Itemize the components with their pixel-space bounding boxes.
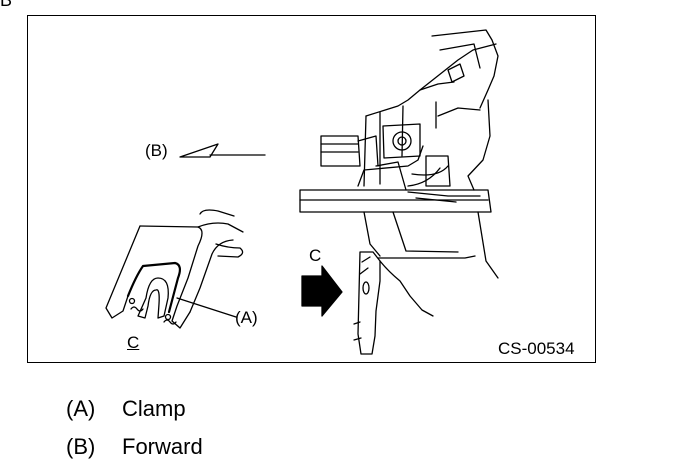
callout-a-label: (A) [235,308,258,327]
legend-text: Clamp [122,396,186,421]
legend-item-forward: (B) Forward [66,428,203,466]
corner-mark: B [0,0,13,10]
view-c-detail-label: C [127,333,140,352]
callout-b-label: (B) [145,141,168,160]
legend-text: Forward [122,434,203,459]
legend: (A) Clamp (B) Forward [66,390,203,466]
legend-key: (A) [66,396,96,421]
clamp-detail-view [105,209,244,329]
view-c-arrow-label: C [309,246,322,265]
forward-arrow [179,143,266,158]
view-direction-arrow [301,265,343,317]
assembly-illustration [105,29,499,355]
main-unit [299,29,499,279]
legend-key: (B) [66,434,96,459]
bracket [353,251,476,355]
figure-id: CS-00534 [498,339,575,358]
legend-item-clamp: (A) Clamp [66,390,203,428]
figure-frame: (B) (A) C C CS-00534 [27,15,596,363]
